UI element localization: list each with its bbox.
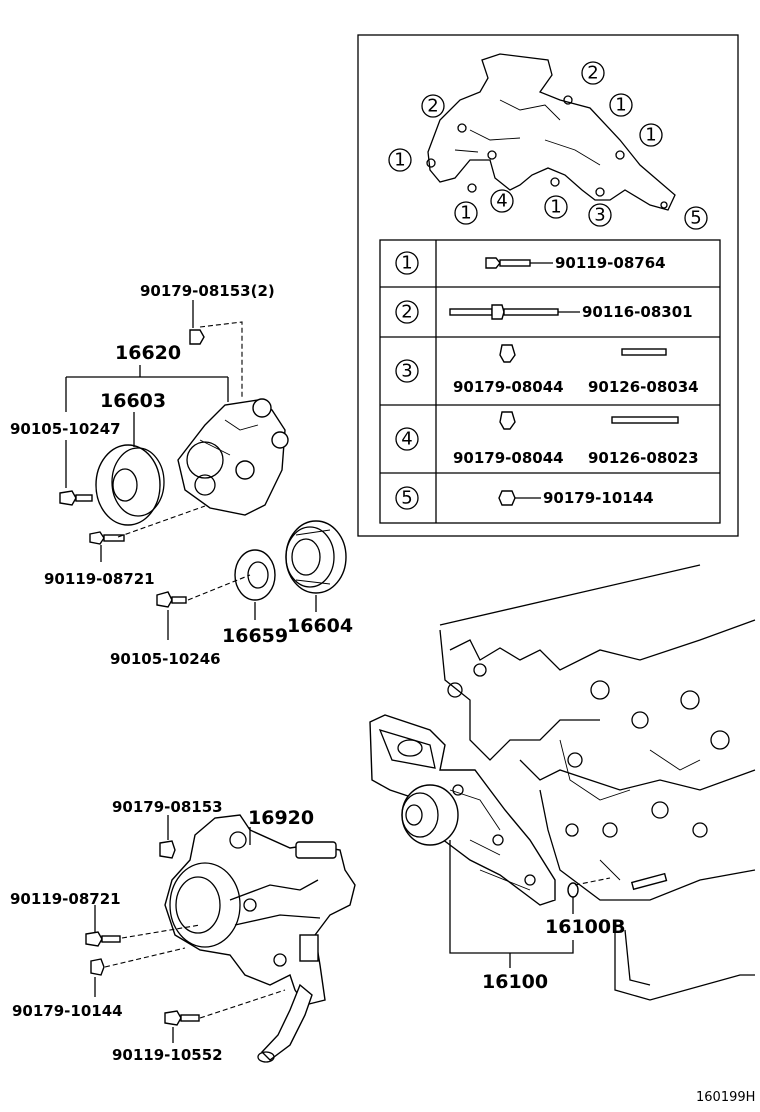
callout-90105-10246: 90105-10246 <box>110 650 221 668</box>
pulley-assembly <box>59 300 347 640</box>
legend-row: 1 90119-08764 <box>395 251 666 275</box>
manifold-outline <box>426 53 676 211</box>
figure-reference: 160199H <box>696 1090 755 1105</box>
svg-text:3: 3 <box>594 205 605 226</box>
manifold-marker: 2 <box>581 61 605 85</box>
callout-90105-10247: 90105-10247 <box>10 420 121 438</box>
manifold-marker: 2 <box>421 94 445 118</box>
manifold-marker: 1 <box>388 148 412 172</box>
callout-90119-08721-b: 90119-08721 <box>10 890 121 908</box>
svg-text:90179-10144: 90179-10144 <box>543 489 654 507</box>
manifold-marker: 3 <box>588 203 612 227</box>
svg-text:90179-08044: 90179-08044 <box>453 378 564 396</box>
callout-90119-10552: 90119-10552 <box>112 1046 223 1064</box>
svg-text:1: 1 <box>401 253 412 274</box>
inset-box: 2 2 1 1 1 1 4 1 <box>357 34 739 537</box>
manifold-marker: 5 <box>684 206 708 230</box>
svg-text:5: 5 <box>690 208 701 229</box>
legend-row: 2 90116-08301 <box>395 300 693 324</box>
manifold-marker: 1 <box>454 201 478 225</box>
callout-16920: 16920 <box>248 807 314 829</box>
callout-90179-08153-2: 90179-08153(2) <box>140 282 275 300</box>
svg-text:1: 1 <box>550 197 561 218</box>
callout-16603: 16603 <box>100 390 166 412</box>
manifold-marker: 4 <box>490 189 514 213</box>
svg-text:2: 2 <box>587 63 598 84</box>
callout-16620: 16620 <box>115 342 181 364</box>
callout-16659: 16659 <box>222 625 288 647</box>
svg-text:2: 2 <box>427 96 438 117</box>
svg-text:90179-08044: 90179-08044 <box>453 449 564 467</box>
engine-block <box>439 564 756 1001</box>
svg-text:3: 3 <box>401 361 412 382</box>
svg-text:5: 5 <box>401 488 412 509</box>
callout-90179-10144: 90179-10144 <box>12 1002 123 1020</box>
callout-16100B: 16100B <box>545 916 626 938</box>
svg-text:4: 4 <box>401 429 412 450</box>
svg-text:1: 1 <box>615 95 626 116</box>
legend-row: 3 90179-08044 90126-08034 <box>395 344 699 396</box>
legend-row: 5 90179-10144 <box>395 486 654 510</box>
svg-text:4: 4 <box>496 191 507 212</box>
callout-90119-08721: 90119-08721 <box>44 570 155 588</box>
svg-text:90126-08023: 90126-08023 <box>588 449 699 467</box>
water-pump <box>369 714 611 968</box>
svg-text:90119-08764: 90119-08764 <box>555 254 666 272</box>
svg-text:90126-08034: 90126-08034 <box>588 378 699 396</box>
callout-16100: 16100 <box>482 971 548 993</box>
callout-90179-08153: 90179-08153 <box>112 798 223 816</box>
vacuum-pump-assembly <box>85 814 356 1063</box>
svg-text:2: 2 <box>401 302 412 323</box>
manifold-marker: 1 <box>609 93 633 117</box>
manifold-marker: 1 <box>544 195 568 219</box>
legend-table: 1 90119-08764 2 90116-08301 3 <box>379 239 721 524</box>
callout-16604: 16604 <box>287 615 353 637</box>
svg-text:1: 1 <box>460 203 471 224</box>
legend-row: 4 90179-08044 90126-08023 <box>395 411 699 467</box>
svg-text:90116-08301: 90116-08301 <box>582 303 693 321</box>
svg-text:1: 1 <box>394 150 405 171</box>
manifold-marker: 1 <box>639 123 663 147</box>
svg-text:1: 1 <box>645 125 656 146</box>
